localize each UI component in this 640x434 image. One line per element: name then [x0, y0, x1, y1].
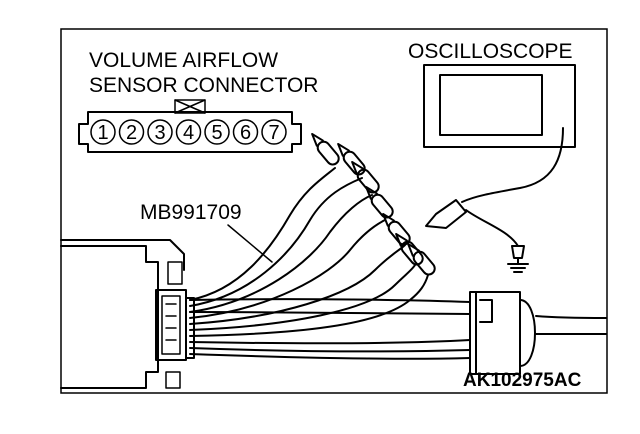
harness-connector [469, 291, 607, 375]
connector-pin-label: 2 [126, 122, 137, 144]
connector-pin-6 [232, 119, 259, 145]
connector-pin-5 [204, 119, 230, 145]
test-clips [311, 132, 436, 276]
connector-pin-2 [118, 119, 145, 145]
connector-pin-label: 1 [97, 122, 108, 144]
figure-code: AK102975AC [463, 370, 582, 391]
connector-pin-7 [261, 119, 287, 145]
tool-leader-line [227, 224, 273, 263]
tool-part-number: MB991709 [140, 201, 242, 224]
connector-label-line1: VOLUME AIRFLOW [89, 49, 278, 72]
connector-pin-label: 3 [154, 122, 165, 144]
oscilloscope [423, 64, 576, 148]
harness-wires [189, 167, 471, 360]
connector-pin-label: 4 [183, 122, 194, 144]
connector-pin-3 [147, 119, 173, 145]
connector-pin-label: 7 [268, 122, 279, 144]
connector-pin-label: 5 [211, 122, 222, 144]
diagram-frame [60, 28, 608, 394]
connector-pin-4 [175, 119, 202, 145]
connector-label-line2: SENSOR CONNECTOR [89, 74, 318, 97]
ground-lead [465, 209, 519, 247]
ground-clip-icon [507, 245, 529, 273]
probe-body [425, 199, 467, 229]
connector-pin-label: 6 [240, 122, 251, 144]
oscilloscope-screen [439, 74, 543, 136]
sensor-body [60, 239, 195, 389]
probe-cable [461, 127, 564, 203]
connector-pin-1 [90, 119, 116, 145]
oscilloscope-label: OSCILLOSCOPE [408, 40, 573, 63]
